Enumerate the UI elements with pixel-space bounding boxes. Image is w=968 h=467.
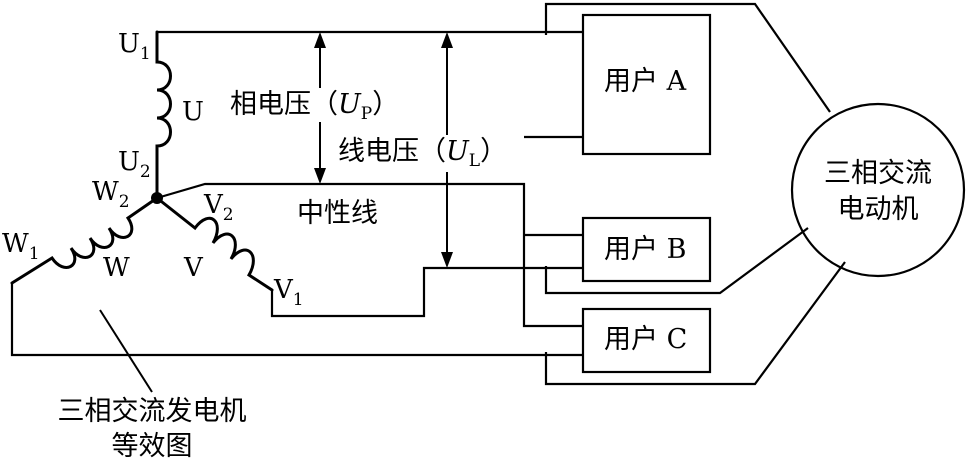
user-a-label: 用户 A: [604, 66, 687, 97]
w1-label: W: [2, 229, 29, 259]
generator-caption-line1: 三相交流发电机: [58, 396, 247, 427]
wires: [10, 2, 846, 386]
generator-pointer: [99, 309, 153, 393]
svg-text:W1: W1: [2, 229, 40, 264]
motor-label-line2: 电动机: [838, 194, 919, 225]
coil-w: [10, 196, 159, 285]
coil-v: [155, 196, 274, 292]
wire-motor-feed-b: [544, 227, 809, 295]
neutral-line-label: 中性线: [297, 198, 378, 229]
user-a-box: 用户 A: [581, 13, 712, 156]
coil-u: [155, 30, 172, 200]
phase-voltage-label: 相电压（UP）: [230, 89, 399, 124]
user-b-box: 用户 B: [581, 216, 712, 283]
v2-label: V: [203, 190, 224, 220]
svg-text:V2: V2: [203, 190, 234, 225]
terminal-labels: U1 U U2 W2 W1 W V2 V V1: [2, 29, 304, 310]
v1-label: V: [273, 275, 294, 305]
line-voltage-label: 线电压（UL）: [338, 136, 507, 171]
motor-label-line1: 三相交流: [824, 158, 932, 189]
svg-text:U1: U1: [118, 29, 151, 64]
svg-text:V1: V1: [273, 275, 304, 310]
w-coil-label: W: [103, 253, 130, 283]
generator-caption-line2: 等效图: [112, 431, 193, 462]
u-coil-label: U: [182, 97, 204, 127]
u1-label: U: [118, 29, 140, 59]
v-coil-label: V: [183, 253, 204, 283]
user-b-label: 用户 B: [604, 234, 686, 265]
generator-coils: [10, 30, 274, 292]
wire-neutral: [156, 182, 583, 328]
user-c-box: 用户 C: [581, 307, 712, 374]
wire-motor-feed-c: [544, 261, 846, 386]
wire-motor-feed-a: [544, 2, 831, 113]
u2-label: U: [118, 147, 140, 177]
wire-w-line: [10, 283, 583, 357]
motor: 三相交流 电动机: [790, 102, 966, 278]
wire-v-line: [270, 266, 583, 318]
voltage-arrows: [314, 32, 453, 268]
svg-text:U2: U2: [118, 147, 151, 182]
user-c-label: 用户 C: [604, 324, 687, 355]
svg-text:W2: W2: [92, 177, 130, 212]
w2-label: W: [92, 177, 119, 207]
